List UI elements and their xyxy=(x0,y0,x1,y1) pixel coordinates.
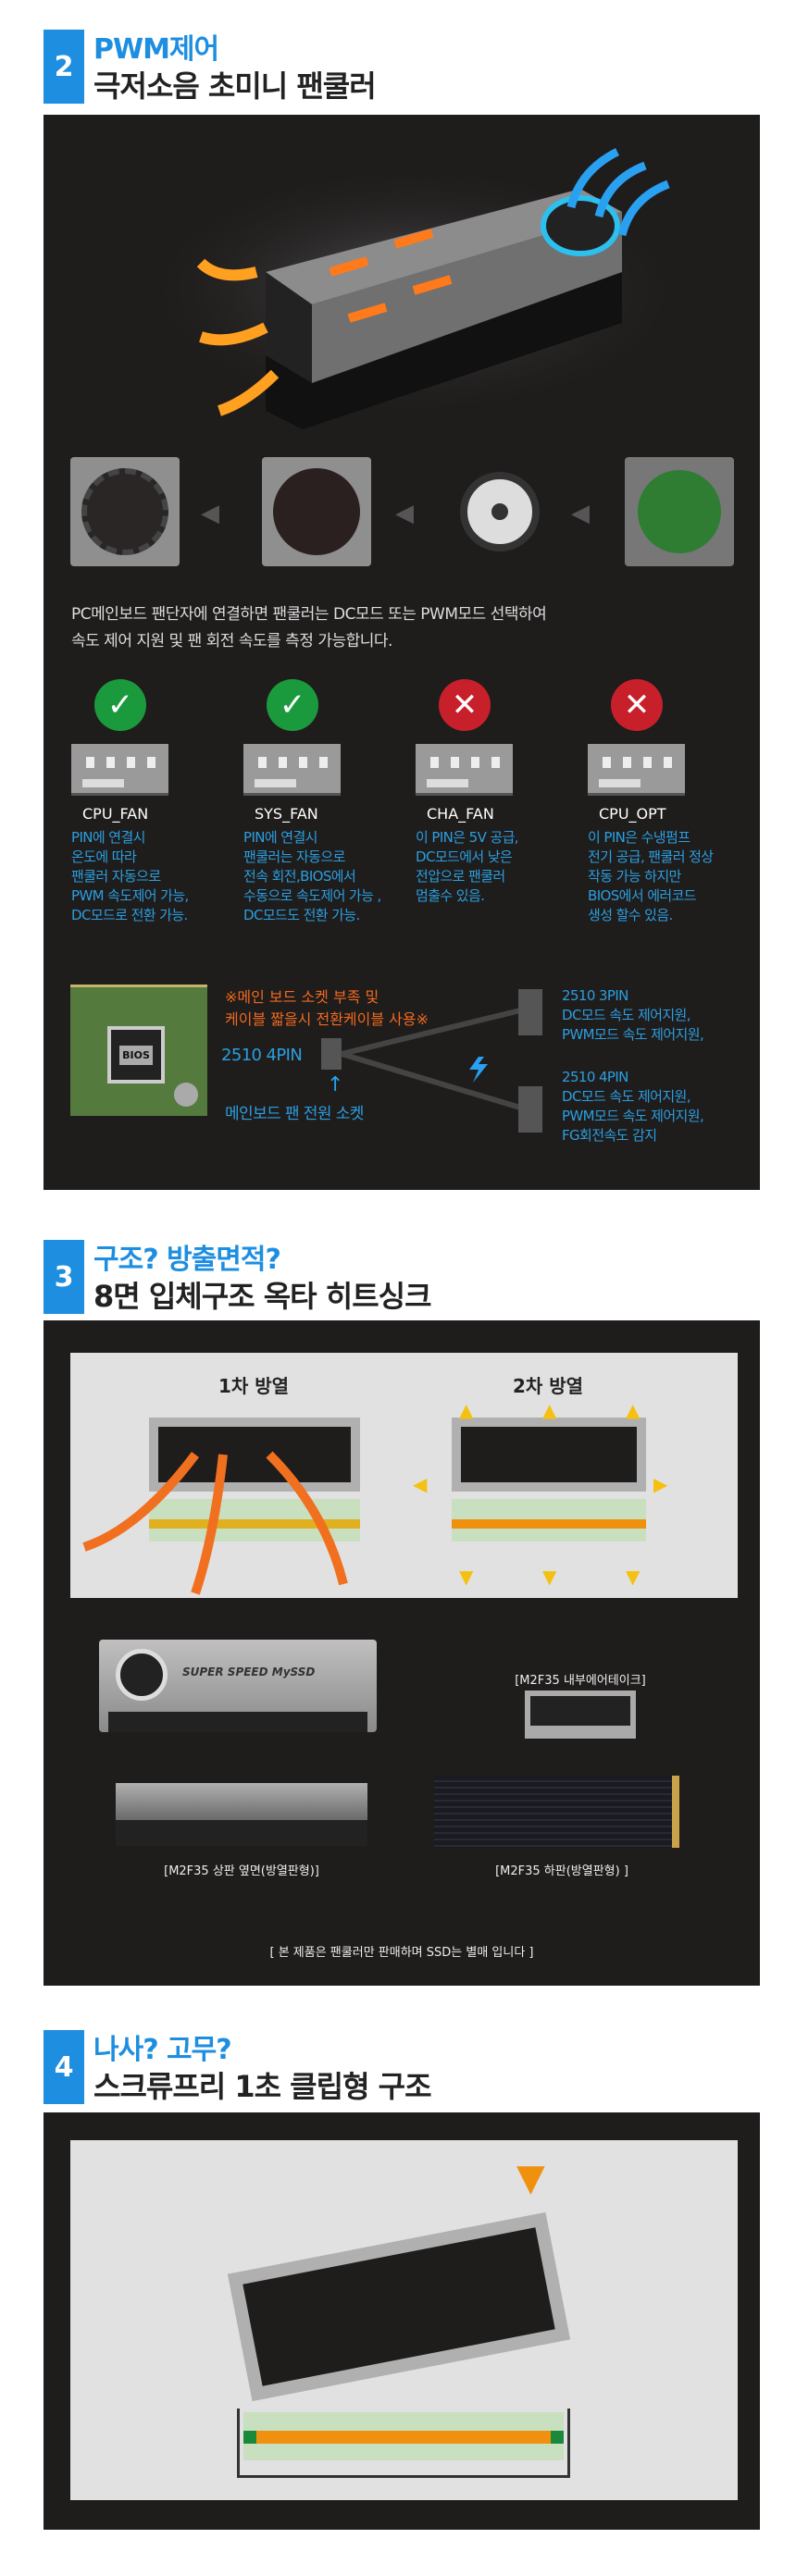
product-top-photo: SUPER SPEED MySSD xyxy=(99,1640,377,1732)
input-pin-label: 2510 4PIN xyxy=(221,1046,303,1065)
pin-name: SYS_FAN xyxy=(255,805,318,823)
fan-cover-icon xyxy=(262,457,371,566)
heatsink-panel: 1차 방열 2차 방열 ▲▲▲ ◀▶ ▼▼▼ SUPER SPEED MySSD… xyxy=(44,1320,760,1986)
clip-diagram: ▼ xyxy=(70,2140,738,2500)
pwm-description: PC메인보드 팬단자에 연결하면 팬쿨러는 DC모드 또는 PWM모드 선택하여… xyxy=(71,601,547,655)
caption-top-side: [M2F35 상판 옆면(방열판형)] xyxy=(164,1864,319,1878)
arrow-left-icon: ◀ xyxy=(571,500,590,527)
notice-text: [ 본 제품은 팬쿨러만 판매하며 SSD는 별매 입니다 ] xyxy=(269,1946,534,1960)
product-logo-text: SUPER SPEED MySSD xyxy=(182,1666,316,1678)
fan-pcb-icon xyxy=(625,457,734,566)
section-subtitle: 스크류프리 1초 클립형 구조 xyxy=(93,2069,432,2104)
heatsink-2nd-illustration xyxy=(452,1418,646,1547)
connector-icon xyxy=(588,744,685,796)
heatsink-1st-illustration xyxy=(82,1418,360,1595)
x-icon: ✕ xyxy=(439,679,491,731)
check-icon: ✓ xyxy=(267,679,318,731)
caption-air-intake: [M2F35 내부에어테이크] xyxy=(515,1674,646,1688)
diagram-label-2nd: 2차 방열 xyxy=(513,1375,584,1397)
connector-4pin-icon xyxy=(518,1086,542,1133)
pin-name: CPU_OPT xyxy=(599,805,666,823)
section-subtitle: 8면 입체구조 옥타 히트싱크 xyxy=(93,1279,432,1314)
clip-panel: ▼ xyxy=(44,2112,760,2530)
arrow-left-icon: ◀ xyxy=(395,500,414,527)
motherboard-illustration: BIOS xyxy=(70,985,207,1116)
heat-arrows-icon: ▲▲▲ ◀▶ ▼▼▼ xyxy=(413,1399,668,1588)
section-title: PWM제어 xyxy=(93,33,219,66)
air-intake-photo xyxy=(525,1690,636,1739)
split-cable-icon xyxy=(321,1008,521,1110)
connector-icon xyxy=(71,744,168,796)
diagram-label-1st: 1차 방열 xyxy=(218,1375,290,1397)
x-icon: ✕ xyxy=(611,679,663,731)
connector-icon xyxy=(416,744,513,796)
product-side-photo xyxy=(116,1783,367,1846)
bios-chip-label: BIOS xyxy=(119,1045,153,1065)
description-line: PC메인보드 팬단자에 연결하면 팬쿨러는 DC모드 또는 PWM모드 선택하여 xyxy=(71,605,547,624)
socket-label: 메인보드 팬 전원 소켓 xyxy=(225,1105,364,1123)
fan-motor-icon xyxy=(460,472,540,551)
pwm-panel: ◀ ◀ ◀ PC메인보드 팬단자에 연결하면 팬쿨러는 DC모드 또는 PWM모… xyxy=(44,115,760,1190)
check-icon: ✓ xyxy=(94,679,146,731)
pin-name: CPU_FAN xyxy=(82,805,149,823)
heat-diagram: 1차 방열 2차 방열 ▲▲▲ ◀▶ ▼▼▼ xyxy=(70,1353,738,1598)
product-bottom-photo xyxy=(434,1776,679,1848)
caption-bottom: [M2F35 하판(방열판형) ] xyxy=(495,1864,628,1878)
fan-blade-icon xyxy=(70,457,180,566)
fan-cooler-product-image xyxy=(136,147,673,429)
section-number-badge: 3 xyxy=(44,1240,84,1314)
section-subtitle: 극저소음 초미니 팬쿨러 xyxy=(93,68,377,104)
ssd-base-illustration xyxy=(237,2409,570,2478)
arrow-up-icon: ↑ xyxy=(327,1073,344,1096)
arrow-left-icon: ◀ xyxy=(201,500,219,527)
connector-icon xyxy=(243,744,341,796)
connector-3pin-icon xyxy=(518,989,542,1035)
arrow-down-icon: ▼ xyxy=(516,2157,545,2199)
description-line: 속도 제어 지원 및 팬 회전 속도를 측정 가능합니다. xyxy=(71,632,392,650)
section-title: 나사? 고무? xyxy=(93,2034,232,2066)
pin-name: CHA_FAN xyxy=(427,805,494,823)
section-number-badge: 2 xyxy=(44,30,84,104)
section-number-badge: 4 xyxy=(44,2030,84,2104)
section-title: 구조? 방출면적? xyxy=(93,1244,281,1276)
heatsink-top-illustration xyxy=(227,2211,571,2402)
